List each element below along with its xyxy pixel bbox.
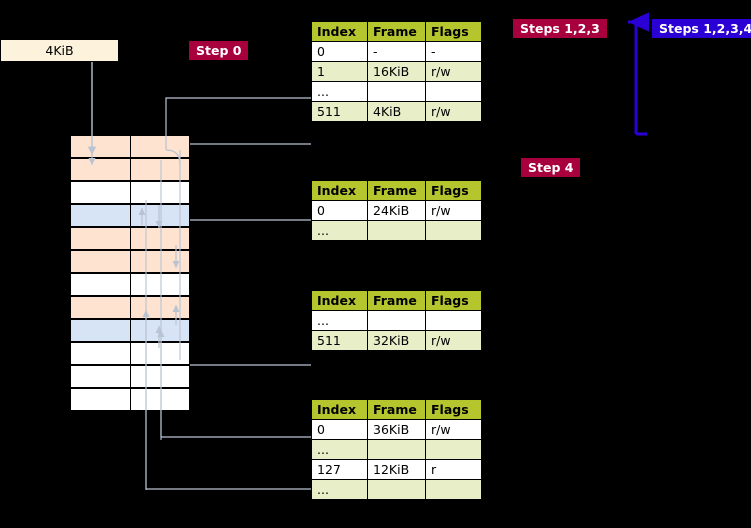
table-row: ... <box>311 310 482 331</box>
memory-cell-divider <box>130 388 131 411</box>
column-header-index: Index <box>311 180 368 201</box>
column-header-frame: Frame <box>367 21 426 42</box>
cell-flags <box>425 439 482 460</box>
memory-cell-divider <box>130 319 131 342</box>
cell-frame: 32KiB <box>367 330 426 351</box>
cell-frame: 16KiB <box>367 61 426 82</box>
cell-flags: r/w <box>425 61 482 82</box>
memory-cell-divider <box>130 250 131 273</box>
column-header-index: Index <box>311 290 368 311</box>
cell-index: ... <box>311 220 368 241</box>
column-header-index: Index <box>311 21 368 42</box>
memory-cell-divider <box>130 273 131 296</box>
cell-index: ... <box>311 81 368 102</box>
column-header-frame: Frame <box>367 180 426 201</box>
cell-flags <box>425 220 482 241</box>
table-row: 0-- <box>311 41 482 62</box>
cell-index: ... <box>311 479 368 500</box>
cell-index: 511 <box>311 330 368 351</box>
memory-cell-divider <box>130 181 131 204</box>
cell-flags <box>425 310 482 331</box>
cell-frame: 4KiB <box>367 101 426 122</box>
step-label-steps1234: Steps 1,2,3,4 <box>652 19 751 38</box>
cell-flags <box>425 81 482 102</box>
cell-frame <box>367 220 426 241</box>
cell-index: 127 <box>311 459 368 480</box>
table-row: ... <box>311 439 482 460</box>
memory-cell-divider <box>130 365 131 388</box>
cell-frame <box>367 81 426 102</box>
table-row: ... <box>311 479 482 500</box>
cell-flags: r/w <box>425 330 482 351</box>
cell-frame: - <box>367 41 426 62</box>
source-frame-box: 4KiB <box>0 39 119 62</box>
arrow-steps1234-bracket <box>628 12 649 134</box>
column-header-frame: Frame <box>367 399 426 420</box>
cell-frame <box>367 310 426 331</box>
cell-frame <box>367 439 426 460</box>
cell-frame <box>367 479 426 500</box>
cell-index: 0 <box>311 419 368 440</box>
source-frame-label: 4KiB <box>45 43 74 58</box>
cell-index: 0 <box>311 200 368 221</box>
cell-index: 0 <box>311 41 368 62</box>
column-header-flags: Flags <box>425 290 482 311</box>
cell-index: ... <box>311 439 368 460</box>
memory-cell-divider <box>130 227 131 250</box>
table-row: ... <box>311 220 482 241</box>
cell-flags: r/w <box>425 101 482 122</box>
column-header-index: Index <box>311 399 368 420</box>
cell-frame: 12KiB <box>367 459 426 480</box>
step-label-step4: Step 4 <box>521 158 581 177</box>
cell-flags: r/w <box>425 200 482 221</box>
memory-cell-divider <box>130 204 131 227</box>
cell-index: 511 <box>311 101 368 122</box>
step-label-steps123: Steps 1,2,3 <box>513 19 607 38</box>
table-row: ... <box>311 81 482 102</box>
memory-cell-divider <box>130 135 131 158</box>
cell-frame: 36KiB <box>367 419 426 440</box>
column-header-flags: Flags <box>425 180 482 201</box>
memory-cell-divider <box>130 342 131 365</box>
memory-cell-divider <box>130 158 131 181</box>
cell-index: ... <box>311 310 368 331</box>
cell-frame: 24KiB <box>367 200 426 221</box>
cell-flags: r/w <box>425 419 482 440</box>
cell-flags: r <box>425 459 482 480</box>
step-label-step0: Step 0 <box>189 41 249 60</box>
cell-index: 1 <box>311 61 368 82</box>
cell-flags: - <box>425 41 482 62</box>
memory-cell-divider <box>130 296 131 319</box>
cell-flags <box>425 479 482 500</box>
column-header-frame: Frame <box>367 290 426 311</box>
column-header-flags: Flags <box>425 399 482 420</box>
column-header-flags: Flags <box>425 21 482 42</box>
